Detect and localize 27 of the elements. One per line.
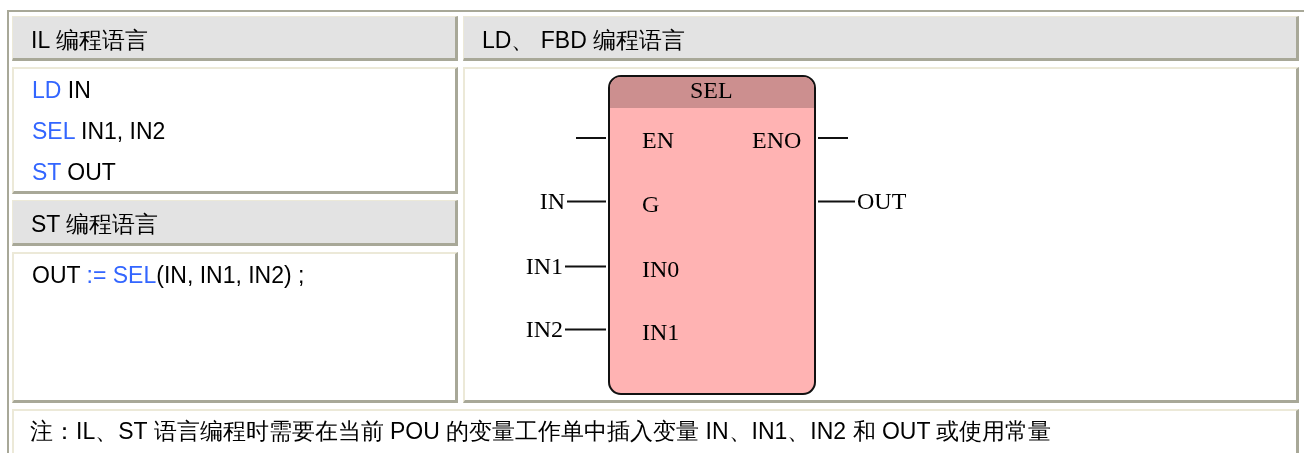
signal-label: IN xyxy=(539,188,565,215)
pin-label: G xyxy=(642,191,660,218)
note-text: 注：IL、ST 语言编程时需要在当前 POU 的变量工作单中插入变量 IN、IN1、IN2 和 OUT 或使用常量 xyxy=(30,417,1052,446)
pin-label: IN0 xyxy=(642,256,680,283)
signal-label: IN1 xyxy=(525,253,563,280)
code-line: SEL IN1, IN2 xyxy=(32,118,167,146)
code-cell xyxy=(12,252,458,403)
code-cell xyxy=(12,67,458,194)
wire xyxy=(817,137,849,139)
wire xyxy=(566,200,607,203)
section-header: LD、 FBD 编程语言 xyxy=(463,16,1299,61)
block-title: SEL xyxy=(690,77,733,104)
pin-label: ENO xyxy=(752,127,802,154)
signal-label: OUT xyxy=(857,188,907,215)
wire xyxy=(575,137,607,139)
code-line: ST OUT xyxy=(32,159,117,187)
function-block xyxy=(608,75,816,395)
wire xyxy=(564,328,607,331)
code-line: LD IN xyxy=(32,77,92,105)
code-line: OUT := SEL(IN, IN1, IN2) ; xyxy=(32,262,306,290)
wire xyxy=(564,265,607,268)
wire xyxy=(817,200,856,203)
signal-label: IN2 xyxy=(525,316,563,343)
pin-label: EN xyxy=(642,127,674,154)
section-header: ST 编程语言 xyxy=(12,200,458,246)
section-header: IL 编程语言 xyxy=(12,16,458,61)
pin-label: IN1 xyxy=(642,319,680,346)
